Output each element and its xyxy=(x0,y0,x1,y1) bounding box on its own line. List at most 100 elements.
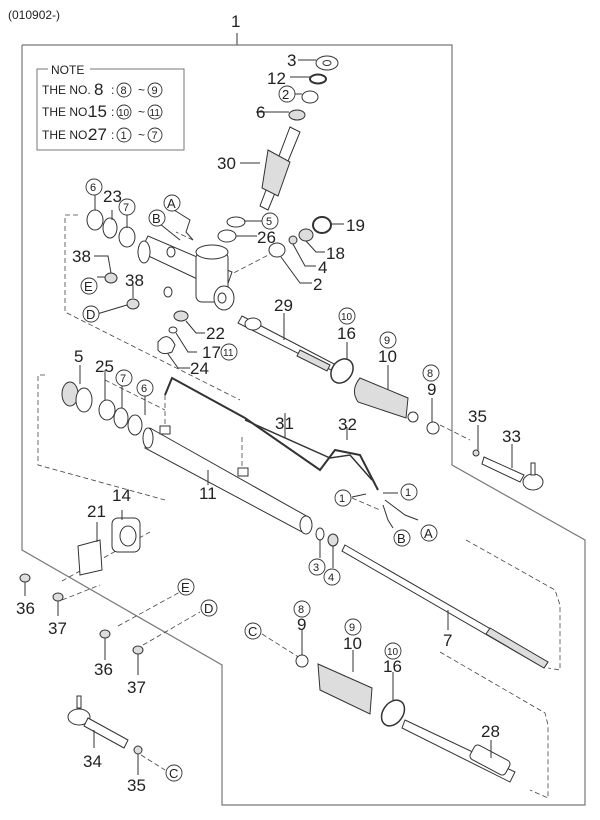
part-tie-rod-end-33 xyxy=(481,456,544,491)
note-row: THE NO. 8 : 8 ~ 9 xyxy=(42,80,163,99)
part-clip-16-a xyxy=(330,358,354,384)
part-bushing-2-top xyxy=(301,90,319,104)
callout-D-circled: D xyxy=(86,307,95,322)
callout-21: 21 xyxy=(87,502,106,521)
callout-D-circled-low: D xyxy=(204,601,213,616)
note-row-from: 1 xyxy=(121,130,127,142)
callout-B-circled-low: B xyxy=(397,531,406,546)
callout-32: 32 xyxy=(338,415,357,434)
callout-2: 2 xyxy=(313,275,322,294)
callout-E-circled-low: E xyxy=(181,580,190,595)
callout-30: 30 xyxy=(217,154,236,173)
callout-11-circled: 11 xyxy=(223,348,234,359)
callout-37-a: 37 xyxy=(48,619,67,638)
note-circled-to xyxy=(147,82,163,98)
callout-1-circled-b: 1 xyxy=(405,487,411,499)
callout-28: 28 xyxy=(481,722,500,741)
note-title: NOTE xyxy=(51,63,84,77)
callout-E-circled: E xyxy=(84,279,93,294)
callout-5-left: 5 xyxy=(74,347,83,366)
part-oring-6-left2 xyxy=(127,414,143,436)
callout-5-circled: 5 xyxy=(266,216,272,228)
part-pipe-31 xyxy=(164,376,379,491)
assembly-callout: 1 xyxy=(231,12,240,31)
dashed-guide xyxy=(261,633,301,659)
part-cap-24 xyxy=(157,336,176,355)
dashed-guide xyxy=(61,584,101,601)
callout-B-circled: B xyxy=(152,211,161,226)
callout-36-b: 36 xyxy=(94,660,113,679)
assembly-outline xyxy=(21,44,586,806)
part-oring-6-left xyxy=(86,209,104,231)
part-ring-23 xyxy=(102,217,118,239)
part-rack-tube-11 xyxy=(142,425,313,535)
note-row-number: 27 xyxy=(88,125,107,144)
part-rack-7 xyxy=(341,544,549,669)
part-seal-6-top xyxy=(288,109,306,121)
callout-22: 22 xyxy=(206,324,225,343)
dashed-guide xyxy=(142,611,201,646)
dashed-guide xyxy=(175,231,194,241)
part-bushing-14 xyxy=(111,517,141,553)
callout-6: 6 xyxy=(256,103,265,122)
callout-4: 4 xyxy=(318,258,327,277)
callout-25: 25 xyxy=(95,357,114,376)
part-bolt-38-b xyxy=(126,298,140,310)
callout-11: 11 xyxy=(199,484,217,503)
callout-10-b: 10 xyxy=(343,634,362,653)
part-seal-4 xyxy=(327,533,339,547)
dashed-guide xyxy=(351,497,381,511)
callout-29: 29 xyxy=(274,296,293,315)
callout-33: 33 xyxy=(502,427,521,446)
callout-1-circled-a: 1 xyxy=(339,493,345,505)
callout-37-b: 37 xyxy=(127,678,146,697)
note-row-separator: : xyxy=(111,83,114,97)
part-boot-10-b xyxy=(317,663,373,715)
callout-circles xyxy=(80,85,440,782)
callout-35-a: 35 xyxy=(468,407,487,426)
callout-18: 18 xyxy=(326,244,345,263)
part-band-9-b xyxy=(295,654,309,668)
callout-7-circled: 7 xyxy=(123,202,129,214)
callout-A-circled: A xyxy=(167,196,176,211)
note-title-bg xyxy=(48,63,90,75)
part-inner-tie-rod-28 xyxy=(401,719,516,783)
note-circled-from xyxy=(116,127,132,143)
callout-19: 19 xyxy=(346,216,365,235)
note-row-to: 7 xyxy=(152,130,158,142)
dashed-guide xyxy=(439,651,549,799)
part-nut-17 xyxy=(168,326,178,334)
part-bracket-21 xyxy=(77,539,103,576)
leader-lines xyxy=(24,59,513,775)
callout-26: 26 xyxy=(257,228,276,247)
part-yoke-2 xyxy=(268,242,286,258)
part-bolt-38-a xyxy=(104,272,118,284)
note-row: THE NO. 27 : 1 ~ 7 xyxy=(42,125,163,144)
note-circled-to xyxy=(147,127,163,143)
callout-9-a: 9 xyxy=(427,380,436,399)
callout-4-circled: 4 xyxy=(328,572,334,584)
note-row-prefix: THE NO. xyxy=(42,105,91,119)
part-cover-19 xyxy=(312,216,332,234)
callout-36-a: 36 xyxy=(16,599,35,618)
note-row-tilde: ~ xyxy=(138,128,145,142)
part-pinion-30 xyxy=(259,126,301,211)
part-ring-5-mid xyxy=(226,216,246,228)
note-row-separator: : xyxy=(111,105,114,119)
note-row-prefix: THE NO. xyxy=(42,83,91,97)
dashed-guide xyxy=(465,539,561,671)
part-nut-37-a xyxy=(52,592,64,602)
callout-A-circled-low: A xyxy=(424,526,433,541)
part-oring-3 xyxy=(315,527,325,541)
part-nut-37-b xyxy=(132,645,144,655)
note-row-number: 8 xyxy=(94,80,103,99)
dashed-guide xyxy=(439,424,471,441)
part-ring-12 xyxy=(309,73,327,85)
callout-3-circled: 3 xyxy=(313,562,319,574)
callout-10-circled-b: 10 xyxy=(387,647,399,658)
note-circled-from xyxy=(116,104,132,120)
callout-9-b: 9 xyxy=(297,615,306,634)
part-tie-rod-end-34 xyxy=(67,695,129,749)
callout-10-a: 10 xyxy=(378,347,397,366)
note-box: NOTE THE NO. 8 : 8 ~ 9 THE NO. 15 : 10 ~… xyxy=(36,63,185,151)
